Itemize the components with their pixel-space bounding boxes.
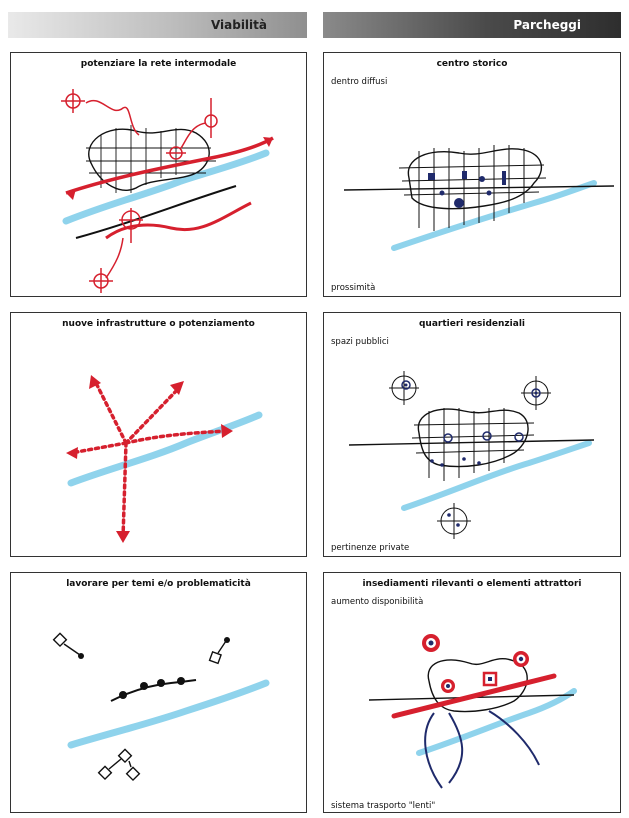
panel-rete-intermodale: potenziare la rete intermodale xyxy=(10,52,307,297)
black-network-line xyxy=(110,679,197,702)
sketch-quartieri-residenziali xyxy=(348,371,595,539)
note-pertinenze-private: pertinenze private xyxy=(331,543,410,553)
panel-title: quartieri residenziali xyxy=(418,319,525,329)
note-prossimita: prossimità xyxy=(331,283,376,293)
header-viabilita: Viabilità xyxy=(8,12,307,38)
town-outline xyxy=(88,128,210,191)
district-outline xyxy=(417,408,529,468)
note-aumento-disponibilita: aumento disponibilità xyxy=(331,597,424,607)
red-arrow-road xyxy=(65,136,274,195)
sketch-centro-storico xyxy=(343,145,615,251)
note-spazi-pubblici: spazi pubblici xyxy=(331,337,389,347)
red-road xyxy=(391,673,557,719)
river-stroke xyxy=(401,440,592,511)
panel-title: centro storico xyxy=(436,59,508,69)
sketch-insediamenti-rilevanti xyxy=(368,634,577,789)
panel-lavorare-per-temi: lavorare per temi e/o problematicità xyxy=(10,572,307,813)
river-stroke xyxy=(391,180,597,251)
settlement-outline xyxy=(427,658,528,713)
panel-quartieri-residenziali: quartieri residenziali spazi pubblici pe… xyxy=(323,312,621,557)
river-stroke xyxy=(67,679,270,749)
header-parcheggi: Parcheggi xyxy=(323,12,621,38)
river-stroke xyxy=(416,688,577,756)
sketch-rete-intermodale xyxy=(61,89,274,293)
note-dentro-diffusi: dentro diffusi xyxy=(331,77,388,87)
panel-title: insediamenti rilevanti o elementi attrat… xyxy=(362,579,582,589)
sketch-lavorare-per-temi xyxy=(52,632,270,782)
horizon-line xyxy=(348,439,595,446)
panel-centro-storico: centro storico dentro diffusi prossimità xyxy=(323,52,621,297)
sketch-nuove-infrastrutture xyxy=(66,375,263,543)
panel-title: potenziare la rete intermodale xyxy=(80,59,237,69)
panel-title: nuove infrastrutture o potenziamento xyxy=(62,319,255,329)
panel-title: lavorare per temi e/o problematicità xyxy=(66,579,251,589)
panel-nuove-infrastrutture: nuove infrastrutture o potenziamento xyxy=(10,312,307,557)
river-stroke xyxy=(67,411,263,487)
river-stroke xyxy=(62,149,270,225)
note-sistema-trasporto-lenti: sistema trasporto "lenti" xyxy=(331,801,436,811)
black-road xyxy=(75,185,237,239)
panel-insediamenti-rilevanti: insediamenti rilevanti o elementi attrat… xyxy=(323,572,621,813)
